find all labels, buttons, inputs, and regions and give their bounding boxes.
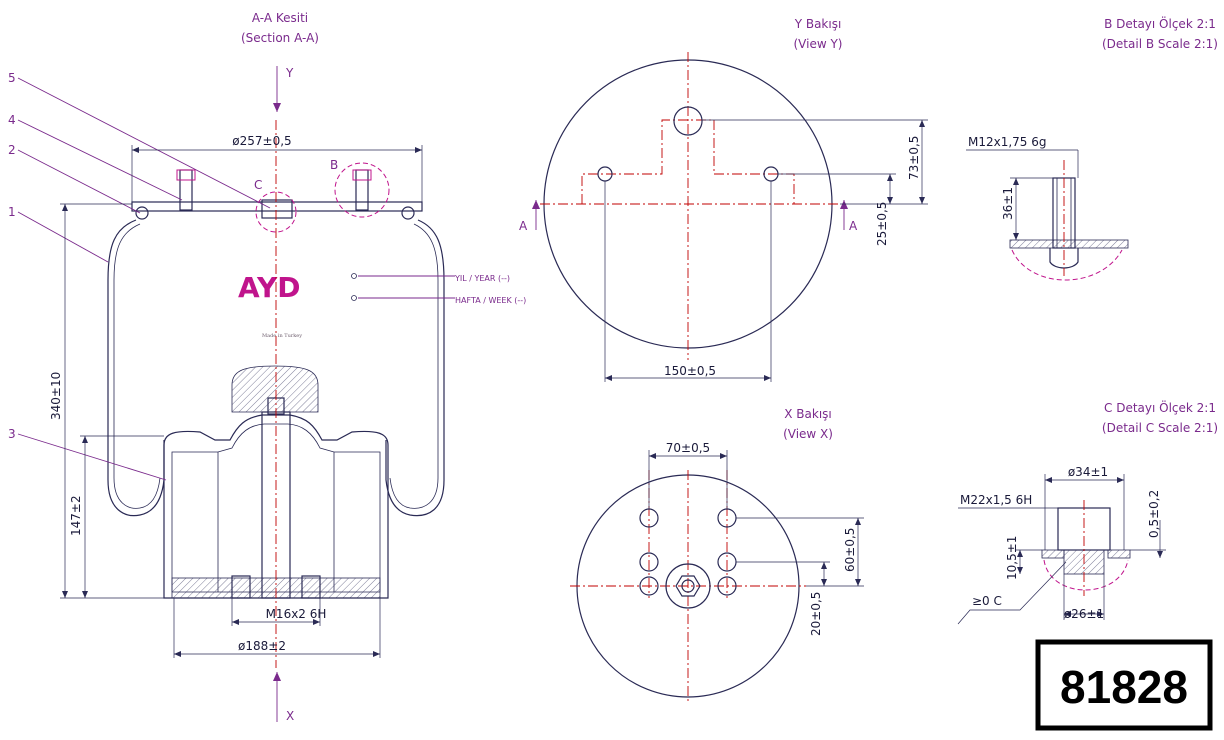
part-number-1: 1 [8, 205, 16, 219]
detail-c-subtitle: (Detail C Scale 2:1) [1102, 421, 1218, 435]
bellows-outline [107, 219, 445, 517]
part-number-2: 2 [8, 143, 16, 157]
callout-b: B [330, 158, 338, 172]
view-x-center-boss [665, 563, 711, 609]
dim-bottom-thread: M16x2 6H [266, 607, 327, 621]
dim-c-05: 0,5±0,2 [1147, 490, 1161, 538]
view-x-title: X Bakışı [784, 407, 832, 421]
bottom-nut-right [301, 575, 321, 599]
dim-x-20: 20±0,5 [809, 592, 823, 636]
bump-stop [231, 365, 319, 413]
leader-1 [17, 211, 109, 263]
part-number-3: 3 [8, 427, 16, 441]
top-plate [131, 201, 423, 212]
dim-b-36: 36±1 [1001, 187, 1015, 220]
dim-c-26: ø26±1 [1064, 607, 1104, 621]
leader-5 [17, 77, 271, 209]
detail-c-plate-right [1107, 549, 1131, 559]
view-x-center-nut [675, 575, 701, 597]
dim-top-diameter: ø257±0,5 [232, 134, 291, 148]
bead-left [135, 206, 149, 220]
ayd-logo: AYD [238, 271, 301, 304]
dim-y-25: 25±0,5 [875, 202, 889, 246]
dim-c-thread: M22x1,5 6H [960, 493, 1032, 507]
top-stud-right [352, 169, 372, 211]
dim-piston-height: 147±2 [69, 495, 83, 536]
section-title: A-A Kesiti [252, 11, 308, 25]
dim-y-bolt-spacing: 150±0,5 [664, 364, 716, 378]
view-y-cross-centerline [581, 119, 795, 204]
part-number-5: 5 [8, 71, 16, 85]
view-x-subtitle: (View X) [783, 427, 833, 441]
view-x-hole-5 [639, 576, 659, 596]
dim-c-34: ø34±1 [1068, 465, 1108, 479]
section-subtitle: (Section A-A) [241, 31, 319, 45]
dim-b-thread: M12x1,75 6g [968, 135, 1047, 149]
made-in-label: Made in Turkey [262, 333, 302, 339]
dim-bottom-diameter: ø188±2 [238, 639, 286, 653]
dim-c-angle-leader [957, 561, 1067, 625]
detail-c-plate-left [1041, 549, 1065, 559]
dim-x-60: 60±0,5 [843, 528, 857, 572]
detail-b-boundary [1011, 249, 1123, 281]
dim-x-70: 70±0,5 [666, 441, 710, 455]
view-x: X Bakışı (View X) 70±0,5 60±0,5 20±0,5 [570, 407, 864, 702]
callout-c: C [254, 178, 262, 192]
bead-right [401, 206, 415, 220]
view-x-center-bore [681, 579, 695, 593]
dim-c-angle: ≥0 C [972, 594, 1002, 608]
part-code-box: 81828 [1035, 639, 1213, 731]
section-marker-left-label: A [519, 219, 528, 233]
view-y-center-fitting [673, 106, 703, 136]
dim-c-105: 10,5±1 [1005, 536, 1019, 580]
center-air-fitting [261, 199, 293, 219]
detail-c-view: C Detayı Ölçek 2:1 (Detail C Scale 2:1) … [957, 399, 1218, 625]
detail-b-title: B Detayı Ölçek 2:1 [1104, 15, 1216, 31]
leader-3 [17, 433, 167, 481]
view-y-subtitle: (View Y) [794, 37, 843, 51]
year-label: YIL / YEAR (--) [454, 274, 510, 283]
dim-y-73: 73±0,5 [907, 136, 921, 180]
section-marker-right-label: A [849, 219, 858, 233]
detail-b-subtitle: (Detail B Scale 2:1) [1102, 37, 1218, 51]
y-axis-label: Y [285, 66, 294, 80]
part-code-frame [1035, 639, 1213, 731]
detail-b-view: B Detayı Ölçek 2:1 (Detail B Scale 2:1) … [966, 15, 1218, 281]
bottom-nut-left [231, 575, 251, 599]
detail-b-plate [1009, 239, 1129, 249]
x-axis-label: X [286, 709, 294, 723]
detail-c-boundary [1043, 559, 1129, 591]
view-y-title: Y Bakışı [794, 17, 842, 31]
leader-4 [17, 119, 183, 201]
leader-2 [17, 149, 141, 214]
week-label: HAFTA / WEEK (--) [455, 296, 526, 305]
part-code: 81828 [1060, 661, 1188, 713]
detail-c-circle [255, 191, 297, 233]
part-number-4: 4 [8, 113, 16, 127]
dim-height: 340±10 [49, 372, 63, 420]
view-x-hole-6 [717, 576, 737, 596]
view-y: Y Bakışı (View Y) A A 150±0,5 73±0,5 25±… [519, 17, 928, 382]
bellows-inner [113, 223, 439, 509]
year-marker [351, 273, 357, 279]
piston-inner [171, 423, 381, 593]
top-stud-left [176, 169, 196, 211]
detail-c-title: C Detayı Ölçek 2:1 [1104, 399, 1216, 415]
view-x-hole-3 [639, 552, 659, 572]
section-a-a-view: A-A Kesiti (Section A-A) Y X C B AYD [8, 11, 526, 723]
week-marker [351, 295, 357, 301]
detail-b-circle [334, 162, 390, 218]
